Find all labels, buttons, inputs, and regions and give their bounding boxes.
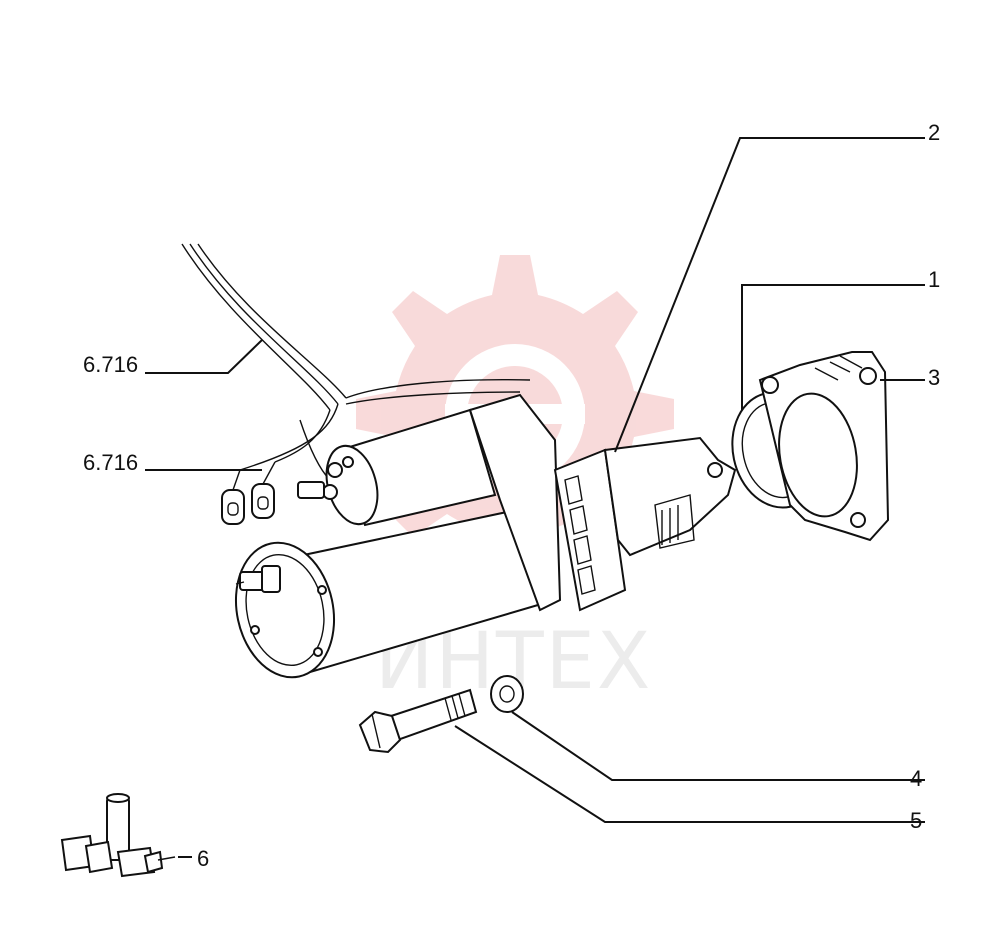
callout-6716-upper: 6.716 — [83, 352, 138, 377]
starter-motor — [234, 393, 737, 679]
callout-6: 6 — [197, 846, 209, 871]
cable-terminals — [221, 461, 276, 525]
terminal-kit — [60, 793, 176, 878]
callout-3: 3 — [928, 365, 940, 390]
callout-1: 1 — [928, 267, 940, 292]
bolt — [358, 688, 478, 754]
mounting-plate — [758, 351, 890, 542]
callout-2: 2 — [928, 120, 940, 145]
callout-5: 5 — [910, 808, 922, 833]
callout-4: 4 — [910, 766, 922, 791]
callout-6716-lower: 6.716 — [83, 450, 138, 475]
flange-teeth — [564, 475, 596, 595]
leader-lines — [145, 137, 925, 858]
washer — [490, 675, 524, 713]
